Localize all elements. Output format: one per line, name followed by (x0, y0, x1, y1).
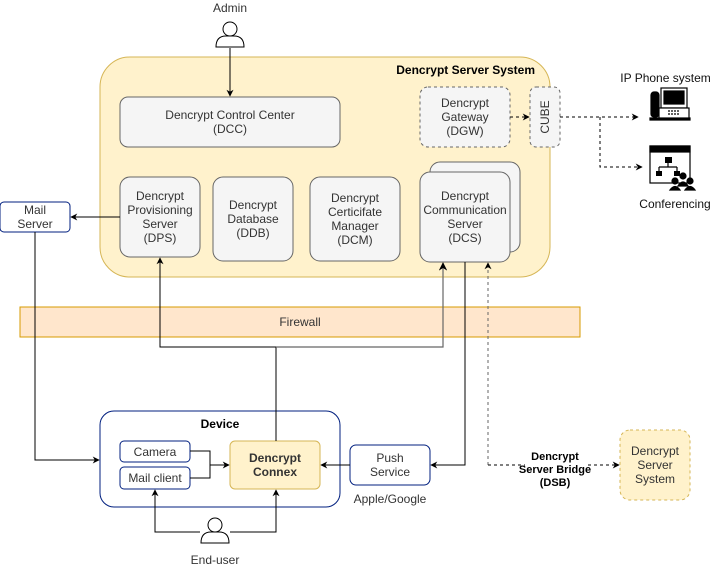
remote-server-system-box[interactable] (619, 429, 691, 501)
admin-user-icon (215, 21, 245, 48)
end-user-label: End-user (190, 553, 240, 567)
conferencing-label: Conferencing (639, 197, 711, 211)
push-provider-label: Apple/Google (353, 492, 427, 506)
firewall-label: Firewall (279, 315, 321, 329)
edge-camera-connex (190, 450, 211, 465)
end-user-icon (200, 517, 230, 544)
dcs-label: Dencrypt Communication Server (DCS) (423, 189, 507, 245)
edge-cube-conferencing (599, 117, 643, 171)
dcm-box[interactable] (309, 176, 401, 262)
dcm-label: Dencrypt Certicifate Manager (DCM) (327, 191, 383, 247)
edge-connex-dps (156, 257, 277, 441)
cube-label: CUBE (538, 100, 552, 134)
dgw-label: Dencrypt Gateway (DGW) (440, 96, 490, 138)
edge-dcs-push (430, 262, 466, 469)
edge-enduser-mailclient (151, 489, 200, 533)
mail-server-label: Mail Server (17, 203, 53, 231)
dcc-label: Dencrypt Control Center (DCC) (165, 108, 295, 136)
firewall-bar[interactable] (19, 306, 581, 338)
desk-phone-icon (649, 87, 691, 121)
cube-box[interactable] (529, 86, 561, 148)
dps-label: Dencrypt Provisioning Server (DPS) (127, 189, 193, 245)
conference-icon (649, 145, 697, 191)
edge-enduser-connex (230, 489, 280, 533)
mail-client-label: Mail client (128, 471, 182, 485)
remote-server-system-label: Dencrypt Server System (630, 444, 680, 486)
ddb-box[interactable] (212, 176, 294, 262)
device-title: Device (200, 417, 240, 431)
connex-box[interactable] (229, 440, 321, 490)
push-service-label: Push Service (369, 451, 410, 479)
edge-mailclient-connex (190, 461, 230, 479)
dcc-box[interactable] (119, 96, 341, 148)
server-system-title: Dencrypt Server System (396, 63, 535, 77)
admin-label: Admin (212, 1, 247, 15)
dsb-label: Dencrypt Server Bridge (DSB) (518, 450, 592, 489)
edge-connex-dcs (276, 262, 448, 348)
edge-mailserver-device (34, 232, 100, 464)
connex-label: Dencrypt Connex (248, 451, 301, 479)
camera-label: Camera (133, 444, 177, 459)
ip-phone-label: IP Phone system (620, 71, 711, 85)
ddb-label: Dencrypt Database (DDB) (227, 198, 279, 240)
